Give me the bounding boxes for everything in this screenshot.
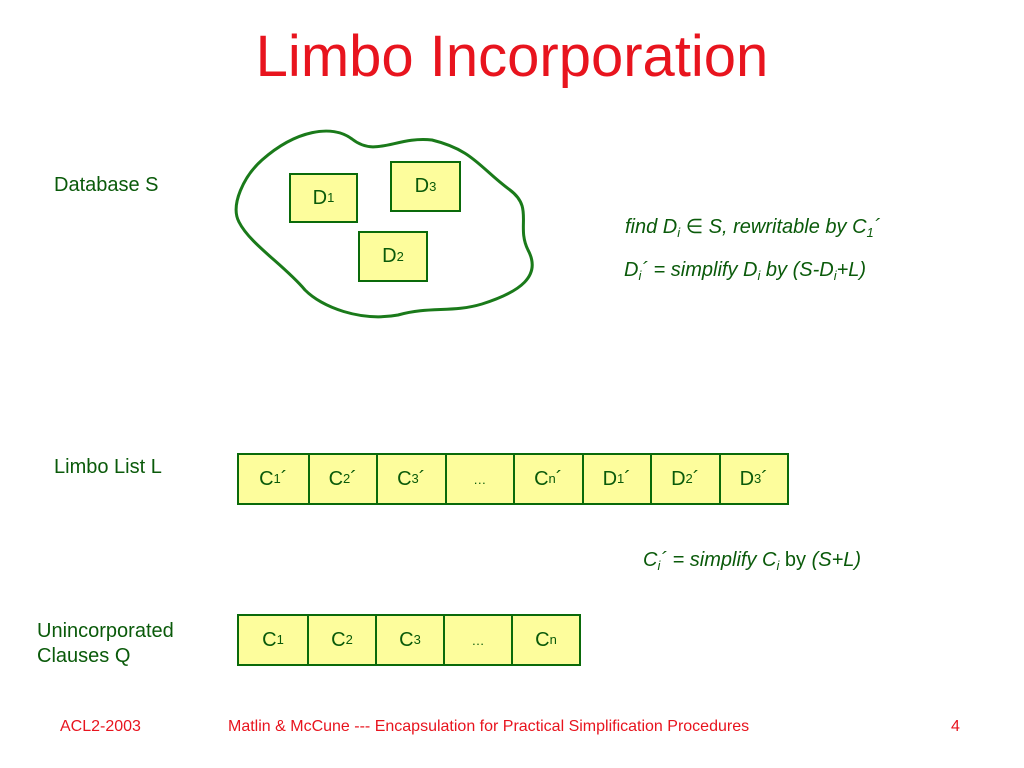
simplify-c-formula: Ci´ = simplify Ci by (S+L) <box>643 549 862 573</box>
unincorporated-label: Unincorporated Clauses Q <box>37 620 174 667</box>
database-label: Database S <box>54 174 159 196</box>
clause-cell-ellipsis: … <box>442 616 511 664</box>
footer-authors-title: Matlin & McCune --- Encapsulation for Pr… <box>228 718 750 735</box>
slide-title: Limbo Incorporation <box>255 24 769 89</box>
find-rewritable-formula: find Di ∈ S, rewritable by C1´ <box>625 216 881 240</box>
simplify-d-formula: Di´ = simplify Di by (S-Di+L) <box>624 259 867 283</box>
limbo-cell-ellipsis: … <box>444 455 514 503</box>
footer-page-number: 4 <box>951 718 960 735</box>
limbo-list-label: Limbo List L <box>54 456 162 478</box>
footer-conference: ACL2-2003 <box>60 718 141 735</box>
